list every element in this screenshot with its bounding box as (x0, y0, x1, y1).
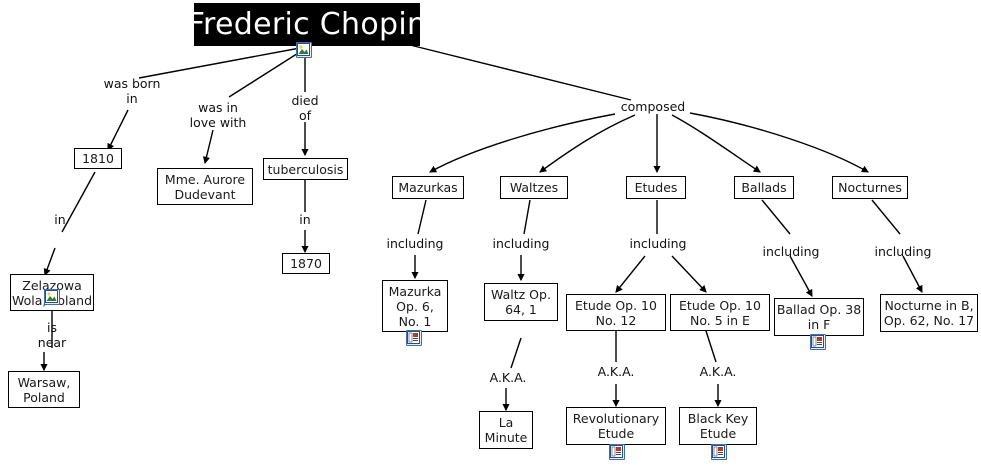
link-label-in-year: in (299, 212, 311, 227)
link-mazurkas-incl (417, 199, 427, 235)
node-work-etude-op10-no5-in-e[interactable]: Etude Op. 10 No. 5 in E (670, 294, 770, 331)
node-year-born[interactable]: 1810 (74, 148, 122, 169)
link-label-composed: composed (620, 99, 686, 114)
node-aka-black-key-etude[interactable]: Black Key Etude (679, 407, 757, 445)
image-icon[interactable] (44, 289, 60, 305)
node-genre-nocturnes[interactable]: Nocturnes (832, 176, 908, 199)
link-label-is-near: is near (37, 320, 67, 350)
node-work-ballad-op38-in-f[interactable]: Ballad Op. 38 in F (774, 298, 864, 336)
link-label-including-mazurkas: including (386, 236, 444, 251)
node-genre-ballads[interactable]: Ballads (734, 176, 794, 199)
link-love-mme (202, 129, 214, 165)
link-label-aka-etude5: A.K.A. (699, 364, 737, 379)
link-waltzes-incl (523, 199, 531, 235)
link-root-love (228, 49, 304, 98)
node-birthplace-zelazowa-wola[interactable]: Zelazowa Wola, Poland (10, 274, 94, 311)
link-label-including-nocturnes: including (874, 244, 932, 259)
node-tuberculosis[interactable]: tuberculosis (263, 158, 348, 180)
link-incl-ballad (789, 255, 813, 297)
link-label-including-waltzes: including (492, 236, 550, 251)
link-composed-ballads (671, 114, 761, 173)
link-label-was-in-love-with: was in love with (189, 100, 247, 130)
node-year-died[interactable]: 1870 (282, 253, 330, 274)
link-incl-etude5 (671, 255, 707, 293)
document-icon[interactable] (406, 330, 422, 346)
node-work-mazurka-op6-no1[interactable]: Mazurka Op. 6, No. 1 (382, 280, 448, 332)
link-composed-waltzes (539, 114, 636, 173)
link-nocturnes-incl (871, 199, 901, 235)
link-incl-nocturne (902, 255, 923, 293)
link-label-died-of: died of (291, 93, 319, 123)
node-work-nocturne-in-b-op62-no17[interactable]: Nocturne in B, Op. 62, No. 17 (880, 294, 978, 332)
link-ballads-incl (761, 199, 791, 235)
link-born-1810 (107, 109, 129, 151)
root-node-frederic-chopin[interactable]: Frederic Chopin (188, 3, 426, 46)
link-label-including-etudes: including (629, 236, 687, 251)
node-warsaw-poland[interactable]: Warsaw, Poland (8, 371, 80, 408)
node-aka-la-minute[interactable]: La Minute (479, 411, 533, 449)
link-composed-nocturnes (689, 112, 869, 173)
link-1810-in (61, 171, 96, 233)
link-waltz-aka (510, 337, 522, 369)
document-icon[interactable] (609, 444, 625, 460)
node-work-waltz-op64-1[interactable]: Waltz Op. 64, 1 (484, 283, 558, 321)
node-genre-waltzes[interactable]: Waltzes (500, 176, 568, 199)
link-etude5-aka (705, 330, 717, 363)
node-work-etude-op10-no12[interactable]: Etude Op. 10 No. 12 (566, 294, 666, 331)
link-label-aka-waltz: A.K.A. (489, 370, 527, 385)
document-icon[interactable] (711, 444, 727, 460)
link-label-aka-etude12: A.K.A. (597, 364, 635, 379)
link-label-including-ballads: including (762, 244, 820, 259)
image-icon[interactable] (296, 42, 312, 58)
node-mme-aurore-dudevant[interactable]: Mme. Aurore Dudevant (157, 168, 253, 205)
node-genre-mazurkas[interactable]: Mazurkas (392, 176, 464, 199)
link-in-zelazowa (43, 247, 56, 277)
node-genre-etudes[interactable]: Etudes (626, 176, 686, 199)
link-label-was-born-in: was born in (103, 76, 161, 106)
link-root-born (138, 47, 301, 79)
link-composed-mazurkas (429, 113, 616, 173)
document-icon[interactable] (810, 334, 826, 350)
link-root-composed (409, 44, 632, 101)
node-aka-revolutionary-etude[interactable]: Revolutionary Etude (566, 407, 666, 445)
link-label-in-place: in (54, 212, 66, 227)
link-incl-etude12 (615, 255, 646, 293)
